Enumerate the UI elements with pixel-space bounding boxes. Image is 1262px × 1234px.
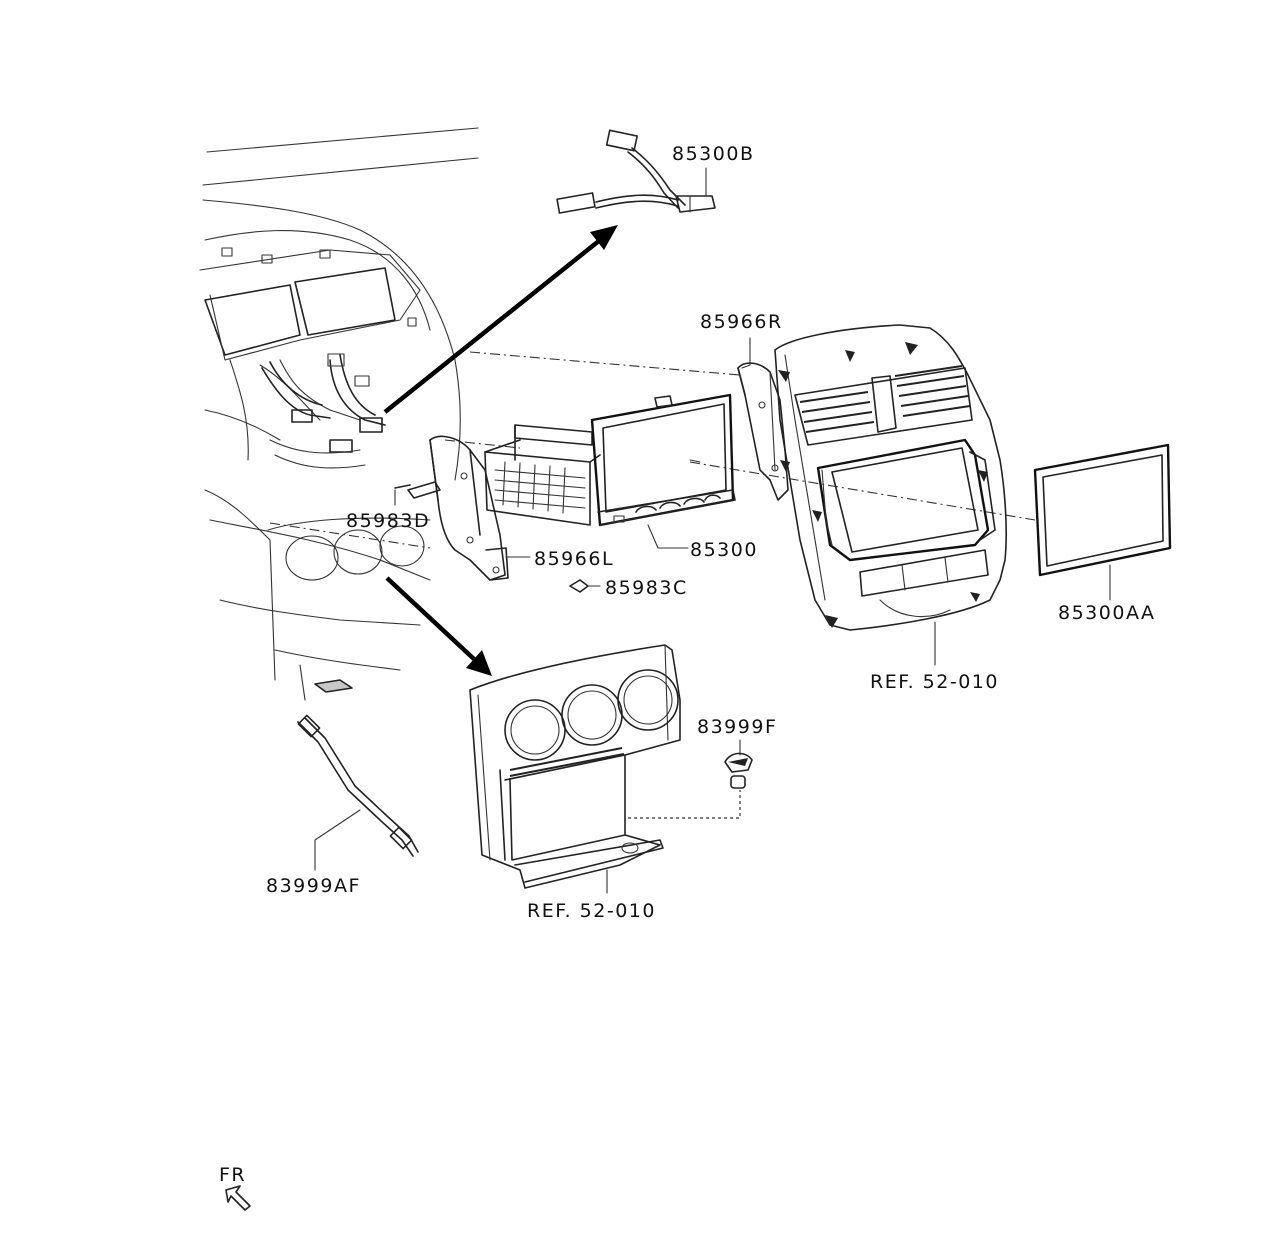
label-ref-upper: REF. 52-010 <box>870 671 999 693</box>
arrow-to-85300B <box>383 225 618 414</box>
label-85300: 85300 <box>690 539 758 561</box>
label-front-marker: FR <box>219 1164 246 1186</box>
dashboard-outline <box>199 127 1036 701</box>
label-83999F: 83999F <box>697 716 777 738</box>
label-ref-lower: REF. 52-010 <box>527 900 656 922</box>
label-85983D: 85983D <box>346 510 430 532</box>
label-85300B: 85300B <box>672 143 754 165</box>
label-83999AF: 83999AF <box>266 875 361 897</box>
clip-83999F <box>724 752 753 789</box>
cable-83999AF <box>297 714 419 857</box>
label-85983C: 85983C <box>605 577 688 599</box>
label-85966R: 85966R <box>700 311 783 333</box>
center-bezel <box>774 324 1007 631</box>
bracket-85966R <box>737 362 789 501</box>
head-unit-85300 <box>484 393 736 527</box>
leader-lines <box>314 167 1111 894</box>
bracket-85966L <box>394 435 509 581</box>
harness-85300B <box>556 129 716 214</box>
screen-film-85300AA <box>1033 443 1172 577</box>
lower-console-panel <box>469 644 741 889</box>
label-85966L: 85966L <box>534 548 614 570</box>
arrow-to-lower-panel <box>385 576 492 676</box>
screw-85983C <box>569 579 601 593</box>
front-direction-icon <box>225 1185 251 1211</box>
label-85300AA: 85300AA <box>1058 602 1155 624</box>
